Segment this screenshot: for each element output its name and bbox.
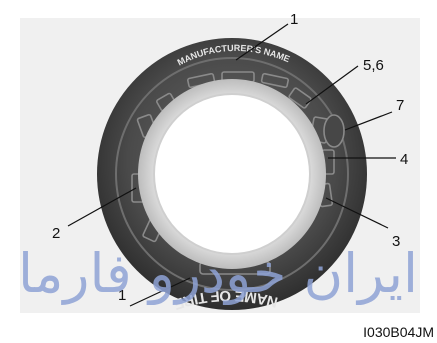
- callout-1-bottom: 1: [118, 287, 126, 304]
- callout-5-6: 5,6: [363, 57, 384, 74]
- callout-4: 4: [400, 151, 408, 168]
- marking-uniform-grading: [288, 87, 312, 109]
- rim-center: [153, 93, 311, 255]
- figure-code: I030B04JM: [363, 324, 434, 340]
- callout-line-3: [325, 197, 389, 229]
- callout-line-56: [305, 65, 359, 105]
- callout-lines: [67, 23, 396, 307]
- callout-line-1-bottom: [129, 277, 191, 307]
- callout-3: 3: [392, 233, 400, 250]
- marking-top-right: [260, 72, 289, 89]
- callout-7: 7: [396, 97, 404, 114]
- watermark-text: ایران خودرو فارما: [18, 242, 418, 305]
- callout-line-1-top: [235, 23, 289, 61]
- marking-max-load-box: [323, 114, 345, 148]
- callout-line-2: [67, 187, 137, 227]
- callout-line-7: [344, 111, 393, 131]
- callout-2: 2: [52, 225, 60, 242]
- tire-sidewall-ring: [115, 57, 349, 291]
- callout-1-top: 1: [290, 11, 298, 28]
